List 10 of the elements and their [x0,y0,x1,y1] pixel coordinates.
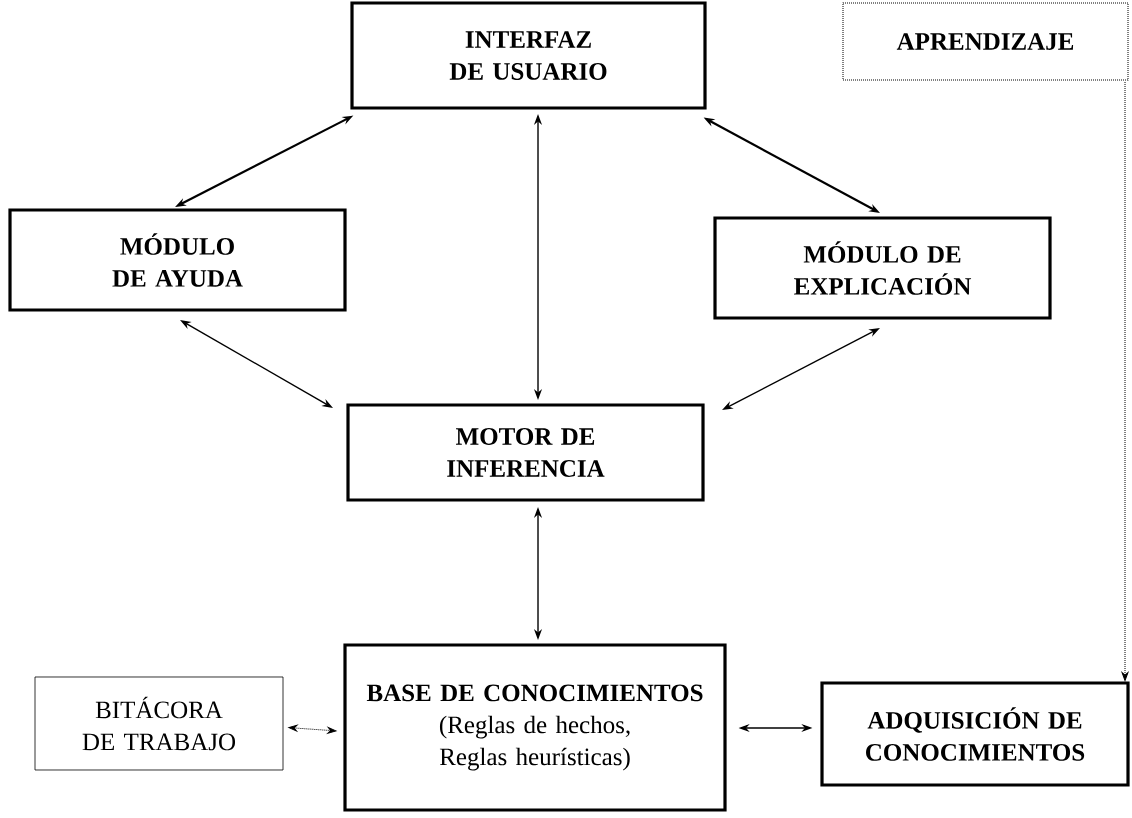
process-box: MOTOR DE INFERENCIA [346,403,705,502]
process-box: BASE DE CONOCIMIENTOS (Reglas de hechos, Reglas heurísticas) [343,643,727,812]
arrow [1121,81,1129,682]
log-box: BITÁCORA DE TRABAJO [34,676,284,771]
arrow [288,724,337,734]
process-box: INTERFAZ DE USUARIO [350,1,707,110]
process-box: MÓDULO DE AYUDA [8,208,347,312]
process-box: ADQUISICIÓN DE CONOCIMIENTOS [820,681,1130,787]
process-box: MÓDULO DE EXPLICACIÓN [713,216,1052,320]
learning-box: APRENDIZAJE [842,2,1129,81]
